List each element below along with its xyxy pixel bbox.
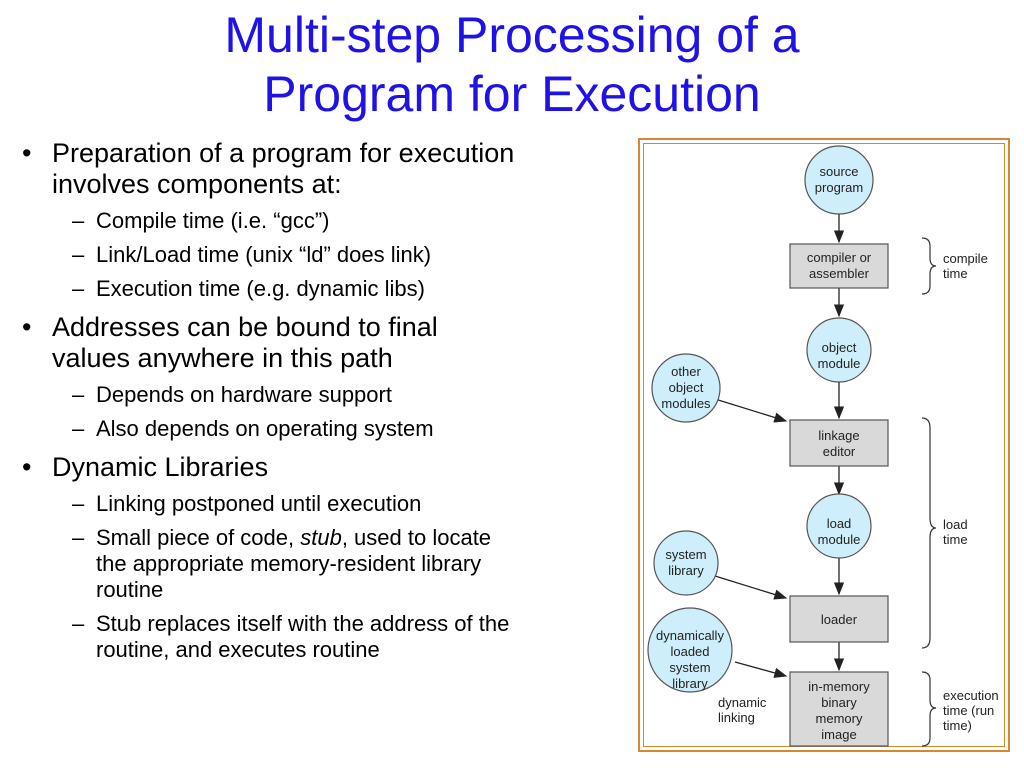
- node-label: module: [818, 532, 861, 547]
- node-system-library: system library: [653, 530, 719, 596]
- sub-bullet-compile-time: Compile time (i.e. “gcc”): [52, 208, 650, 234]
- node-object-module: object module: [806, 317, 872, 383]
- sub-bullet-text: Compile time (i.e. “gcc”): [96, 208, 330, 233]
- label-text: time: [943, 266, 968, 281]
- edge-other-to-linkage: [714, 398, 788, 423]
- sub-bullet-text: the appropriate memory-resident library: [96, 551, 482, 576]
- diagram-edges: [714, 214, 845, 678]
- sub-bullet-text: Stub replaces itself with the address of…: [96, 611, 510, 636]
- node-label: image: [821, 727, 856, 742]
- sub-bullet-text: routine, and executes routine: [96, 637, 380, 662]
- stub-text-after: , used to locate: [341, 525, 492, 550]
- label-text: time: [943, 532, 968, 547]
- bullet-text: Preparation of a program for execution: [52, 138, 515, 168]
- node-compiler-or-assembler: compiler or assembler: [789, 243, 889, 289]
- node-label: compiler or: [807, 250, 872, 265]
- label-text: dynamic: [718, 695, 767, 710]
- node-label: source: [819, 164, 858, 179]
- node-in-memory-binary-memory-image: in-memory binary memory image: [789, 671, 889, 747]
- label-load-time: load time: [943, 517, 968, 547]
- label-text: compile: [943, 251, 988, 266]
- sub-bullet-execution-time: Execution time (e.g. dynamic libs): [52, 276, 650, 302]
- sub-bullet-stub: Small piece of code, stub, used to locat…: [52, 525, 650, 603]
- label-text: load: [943, 517, 968, 532]
- bullet-addresses: Addresses can be bound to final values a…: [20, 312, 650, 442]
- sub-list: Compile time (i.e. “gcc”) Link/Load time…: [52, 208, 650, 302]
- bullet-preparation: Preparation of a program for execution i…: [20, 138, 650, 302]
- label-text: time (run: [943, 703, 994, 718]
- node-label: linkage: [818, 428, 859, 443]
- diagram-frame: source program object module other objec…: [638, 138, 1010, 752]
- bullet-text: Dynamic Libraries: [52, 452, 269, 482]
- node-label: binary: [821, 695, 857, 710]
- sub-bullet-text: Depends on hardware support: [96, 382, 392, 407]
- bullet-dynamic-libraries: Dynamic Libraries Linking postponed unti…: [20, 452, 650, 663]
- sub-bullet-text: Linking postponed until execution: [96, 491, 422, 516]
- sub-bullet-linking-postponed: Linking postponed until execution: [52, 491, 650, 517]
- sub-bullet-os: Also depends on operating system: [52, 416, 650, 442]
- node-source-program: source program: [804, 145, 874, 215]
- bullet-text: involves components at:: [52, 169, 342, 199]
- stub-term: stub: [300, 525, 342, 550]
- sub-bullet-text: Also depends on operating system: [96, 416, 434, 441]
- node-other-object-modules: other object modules: [651, 353, 721, 423]
- label-compile-time: compile time: [943, 251, 988, 281]
- node-load-module: load module: [806, 493, 872, 559]
- node-label: other: [671, 364, 701, 379]
- sub-bullet-text: Link/Load time (unix “ld” does link): [96, 242, 432, 267]
- processing-diagram: source program object module other objec…: [647, 145, 999, 747]
- label-dynamic-linking: dynamic linking: [718, 695, 767, 725]
- bullet-text: Addresses can be bound to final: [52, 312, 438, 342]
- node-label: loaded: [670, 644, 709, 659]
- slide-title: Multi-step Processing of a Program for E…: [0, 6, 1024, 124]
- label-text: execution: [943, 688, 999, 703]
- sub-bullet-text: Execution time (e.g. dynamic libs): [96, 276, 425, 301]
- node-label: loader: [821, 612, 858, 627]
- node-label: module: [818, 356, 861, 371]
- node-label: program: [815, 180, 863, 195]
- bullet-text: values anywhere in this path: [52, 343, 393, 373]
- bullet-list: Preparation of a program for execution i…: [20, 138, 650, 663]
- brace-compile-time: [921, 237, 937, 295]
- brace-load-time: [921, 417, 937, 649]
- node-linkage-editor: linkage editor: [789, 419, 889, 467]
- stub-text-before: Small piece of code,: [96, 525, 301, 550]
- node-label: in-memory: [808, 679, 870, 694]
- label-execution-time: execution time (run time): [943, 688, 999, 733]
- node-label: load: [827, 516, 852, 531]
- node-label: editor: [823, 444, 856, 459]
- node-label: system: [665, 547, 706, 562]
- node-label: library: [668, 563, 704, 578]
- sub-bullet-hardware: Depends on hardware support: [52, 382, 650, 408]
- node-label: modules: [661, 396, 711, 411]
- brace-execution-time: [921, 671, 937, 747]
- sub-bullet-text-line: Small piece of code, stub, used to locat…: [96, 525, 650, 551]
- node-loader: loader: [789, 595, 889, 643]
- node-label: dynamically: [656, 628, 724, 643]
- title-line-2: Program for Execution: [263, 66, 761, 122]
- label-text: time): [943, 718, 972, 733]
- edge-system-to-loader: [714, 575, 788, 600]
- node-label: assembler: [809, 266, 870, 281]
- edge-dynamic-to-memory: [734, 661, 788, 678]
- node-dynamically-loaded-system-library: dynamically loaded system library: [647, 607, 733, 693]
- sub-bullet-stub-replaces: Stub replaces itself with the address of…: [52, 611, 650, 663]
- node-label: system: [669, 660, 710, 675]
- sub-bullet-text: routine: [96, 577, 164, 602]
- sub-bullet-link-load-time: Link/Load time (unix “ld” does link): [52, 242, 650, 268]
- node-label: object: [822, 340, 857, 355]
- label-text: linking: [718, 710, 755, 725]
- node-label: library: [672, 676, 708, 691]
- sub-list: Depends on hardware support Also depends…: [52, 382, 650, 442]
- node-label: memory: [816, 711, 863, 726]
- sub-list: Linking postponed until execution Small …: [52, 491, 650, 663]
- node-label: object: [669, 380, 704, 395]
- title-line-1: Multi-step Processing of a: [224, 7, 800, 63]
